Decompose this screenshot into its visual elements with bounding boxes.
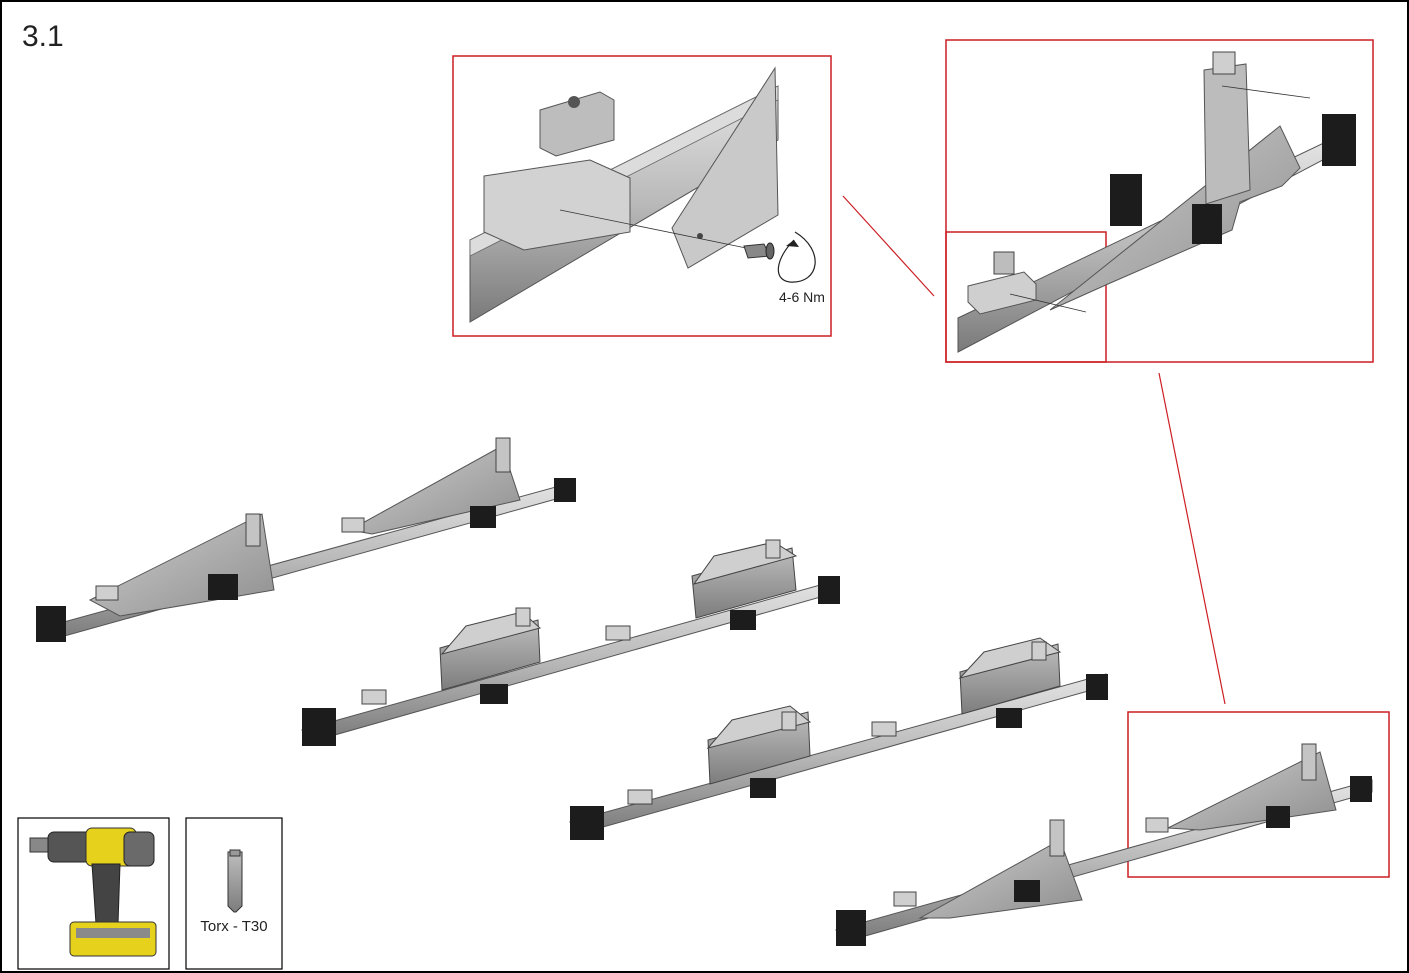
tool-drill-box: [17, 817, 170, 970]
callout-leader-line: [842, 195, 935, 297]
torx-bit-icon: [227, 849, 243, 913]
rubber-pad: [996, 708, 1022, 728]
cordless-drill-icon: [29, 827, 157, 957]
rubber-pad: [302, 708, 336, 746]
rubber-pad: [1086, 674, 1108, 700]
rail-assembly-row-3: [569, 637, 1108, 840]
torx-bit-label: Torx - T30: [200, 918, 268, 935]
rubber-pad: [570, 806, 604, 840]
rubber-pad: [1014, 880, 1040, 902]
rail-assembly-row-1: [36, 437, 576, 642]
detail-callout-clamp-screw: 4-6 Nm: [452, 55, 832, 337]
rubber-pad: [818, 576, 840, 604]
rubber-pad: [1110, 174, 1142, 226]
rubber-pad: [730, 610, 756, 630]
rail-assembly-row-4: [835, 711, 1390, 946]
rubber-pad: [470, 506, 496, 528]
detail-callout-rail-end: [945, 39, 1374, 363]
rubber-pad: [1322, 114, 1356, 166]
rubber-pad: [836, 910, 866, 946]
torque-label: 4-6 Nm: [779, 289, 825, 305]
rail-assembly-row-2: [301, 539, 840, 746]
rubber-pad: [750, 778, 776, 798]
rubber-pad: [554, 478, 576, 502]
rubber-pad: [480, 684, 508, 704]
clamp-bracket: [483, 159, 631, 251]
rubber-pad: [208, 574, 238, 600]
rotation-arrow-icon: [777, 231, 816, 283]
rubber-pad: [1192, 204, 1222, 244]
rubber-pad: [1350, 776, 1372, 802]
step-number: 3.1: [22, 20, 64, 53]
fin-plate: [671, 66, 779, 269]
rubber-pad: [1266, 806, 1290, 828]
callout-subframe: [945, 231, 1107, 363]
callout-frame: [1127, 711, 1390, 878]
tool-bit-box: [185, 817, 283, 970]
callout-leader-line: [1158, 372, 1226, 705]
rubber-pad: [36, 606, 66, 642]
screw-axis-line: [559, 209, 747, 249]
